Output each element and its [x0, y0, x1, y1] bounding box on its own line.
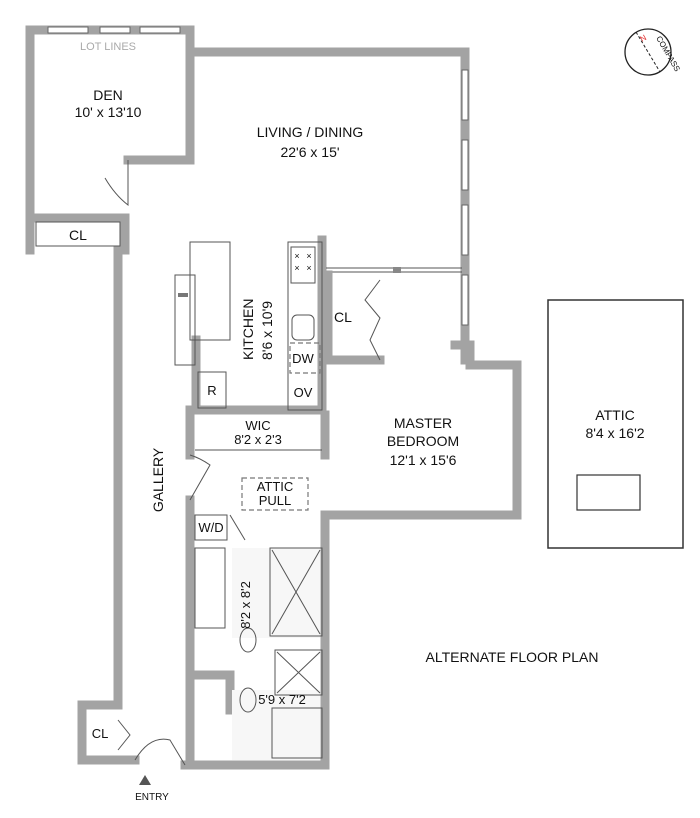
living-size: 22'6 x 15' — [280, 144, 339, 160]
bath2-size: 5'9 x 7'2 — [258, 692, 306, 707]
den-closet — [35, 221, 121, 247]
wic-size: 8'2 x 2'3 — [234, 432, 282, 447]
svg-text:×: × — [294, 263, 299, 273]
entry-marker-icon — [139, 775, 151, 785]
attic-pull-label-1: ATTIC — [257, 479, 294, 494]
kitchen-counter — [287, 241, 323, 411]
windows — [47, 26, 469, 326]
living-label: LIVING / DINING — [257, 124, 364, 140]
bathtub — [271, 707, 323, 759]
compass-icon: N COMPASS — [624, 28, 682, 76]
cl-label-entry: CL — [92, 726, 109, 741]
cl-label-den: CL — [69, 227, 87, 243]
attic-room — [547, 299, 684, 549]
dw-label: DW — [292, 351, 314, 366]
kitchen-island — [189, 241, 231, 341]
wd-label: W/D — [198, 520, 223, 535]
alternate-floor-plan-label: ALTERNATE FLOOR PLAN — [426, 649, 599, 665]
attic-pull-label-2: PULL — [259, 493, 292, 508]
gallery-door[interactable] — [189, 454, 211, 501]
shower-1 — [269, 547, 323, 637]
den-door[interactable] — [104, 160, 129, 207]
master-label: MASTER — [394, 415, 452, 431]
den-label: DEN — [93, 87, 123, 103]
attic-size: 8'4 x 16'2 — [585, 425, 644, 441]
stove-icon: × × × × — [290, 246, 316, 284]
ov-label: OV — [294, 385, 313, 400]
shower-2 — [274, 649, 323, 696]
closet-bifold-door[interactable] — [364, 279, 381, 361]
north-label: N — [639, 33, 649, 44]
attic-label: ATTIC — [595, 407, 634, 423]
entry-door[interactable] — [134, 738, 186, 766]
kitchen-size: 8'6 x 10'9 — [259, 301, 275, 360]
svg-text:×: × — [306, 251, 311, 261]
bath1-size: 8'2 x 8'2 — [238, 581, 253, 629]
svg-text:×: × — [306, 263, 311, 273]
cl-label-bedroom: CL — [334, 309, 352, 325]
den-size: 10' x 13'10 — [75, 104, 142, 120]
master-size: 12'1 x 15'6 — [390, 452, 457, 468]
attic-hatch — [576, 474, 641, 511]
entry-label: ENTRY — [135, 792, 169, 803]
gallery-label: GALLERY — [150, 447, 166, 512]
bedroom-label: BEDROOM — [387, 433, 459, 449]
washer-dryer — [194, 514, 228, 541]
refrigerator — [197, 371, 227, 409]
kitchen-label: KITCHEN — [240, 299, 256, 360]
bath-tiles — [232, 548, 320, 760]
wic-label: WIC — [245, 418, 270, 433]
attic-pull[interactable] — [241, 477, 309, 511]
sink-icon — [291, 314, 315, 341]
toilet-icon-2 — [239, 687, 257, 713]
lot-lines-label: LOT LINES — [80, 41, 136, 53]
dishwasher — [289, 342, 321, 374]
r-label: R — [207, 383, 216, 398]
vanity — [194, 547, 226, 629]
svg-text:×: × — [294, 251, 299, 261]
toilet-icon — [239, 627, 257, 653]
